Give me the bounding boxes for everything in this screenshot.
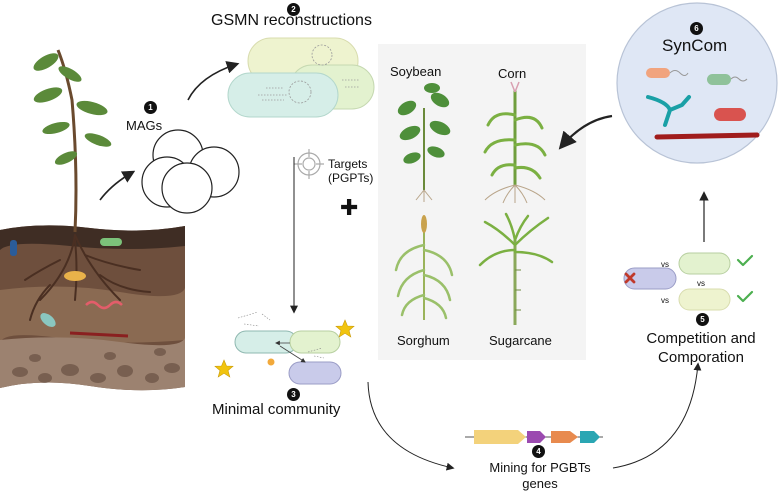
- vs-label-1: vs: [661, 260, 669, 269]
- sorghum-icon: [394, 215, 454, 320]
- plant-in-soil-icon: [0, 49, 185, 391]
- step-3-badge: 3: [287, 388, 300, 401]
- plus-icon: ✚: [340, 196, 359, 221]
- star-icon: [214, 319, 355, 378]
- step-1-badge: 1: [144, 101, 157, 114]
- target-icon: [294, 149, 324, 179]
- step-4-badge: 4: [532, 445, 545, 458]
- targets-label-line2: (PGPTs): [328, 171, 374, 185]
- crop-label-sorghum: Sorghum: [397, 333, 450, 348]
- vs-label-3: vs: [661, 296, 669, 305]
- step-6-badge: 6: [690, 22, 703, 35]
- check-icon: [736, 254, 754, 303]
- competition-label-line2: Comporation: [658, 349, 744, 366]
- crop-label-corn: Corn: [498, 66, 527, 81]
- step-5-badge: 5: [696, 313, 709, 326]
- gene-arrows-icon: [465, 430, 603, 444]
- soybean-icon: [397, 83, 451, 202]
- mags-label: MAGs: [126, 118, 163, 133]
- minimal-community-capsules: [234, 311, 342, 385]
- bacteria-capsule-icon: [227, 37, 375, 118]
- crop-label-sugarcane: Sugarcane: [489, 333, 552, 348]
- vs-label-2: vs: [697, 279, 705, 288]
- gsmn-label: GSMN reconstructions: [211, 12, 372, 29]
- cross-icon: [624, 272, 636, 284]
- minimal-community-label: Minimal community: [212, 401, 341, 418]
- corn-icon: [483, 81, 547, 204]
- flow-arrows: [99, 61, 709, 471]
- targets-label-line1: Targets: [328, 157, 368, 171]
- competition-capsules: [623, 252, 731, 311]
- step-2-badge: 2: [287, 3, 300, 16]
- crop-label-soybean: Soybean: [390, 64, 442, 79]
- syncom-circle: [616, 2, 778, 164]
- mining-label-line1: Mining for PGBTs: [489, 460, 591, 475]
- crops-panel: [378, 44, 586, 360]
- competition-label-line1: Competition and: [646, 330, 756, 347]
- sugarcane-icon: [478, 212, 554, 325]
- cell-cluster-icon: [141, 129, 240, 214]
- syncom-label: SynCom: [662, 36, 728, 55]
- mining-label-line2: genes: [522, 476, 558, 491]
